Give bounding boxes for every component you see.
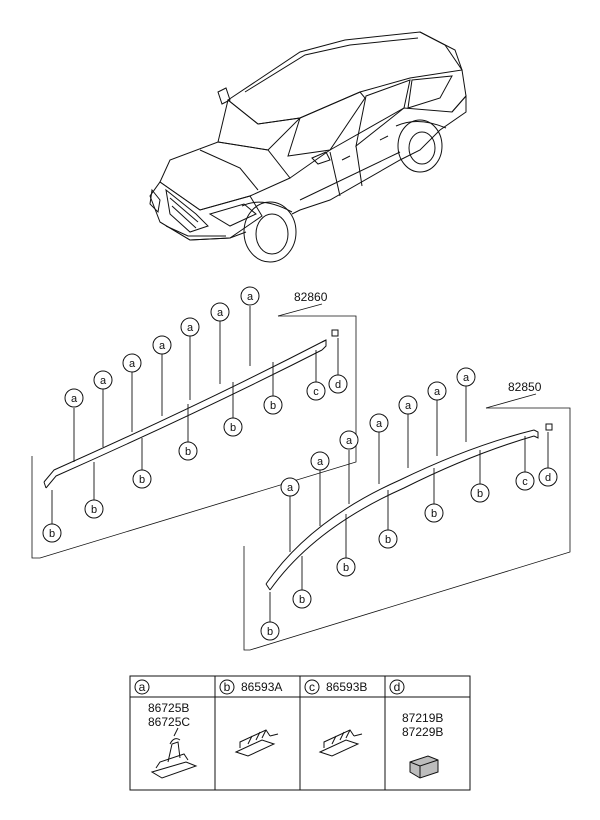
svg-text:b: b <box>49 528 55 540</box>
callout-a: a <box>456 367 476 387</box>
svg-text:b: b <box>185 446 191 458</box>
callout-b: b <box>132 469 152 489</box>
callouts-bcd <box>51 338 339 524</box>
callout-b: b <box>292 589 312 609</box>
svg-text:a: a <box>187 322 194 334</box>
svg-text:b: b <box>267 626 273 638</box>
callout-b: b <box>42 523 62 543</box>
callout-b: b <box>378 529 398 549</box>
legend-callout-c: c <box>304 679 320 695</box>
callout-c: c <box>306 381 326 401</box>
clip-a-drawing <box>150 727 198 779</box>
svg-text:b: b <box>431 508 437 520</box>
svg-text:a: a <box>100 375 107 387</box>
callout-a: a <box>280 477 300 497</box>
callout-a: a <box>152 335 172 355</box>
svg-text:b: b <box>299 594 305 606</box>
svg-text:a: a <box>463 372 470 384</box>
clip-b-drawing <box>234 729 279 757</box>
callout-a: a <box>180 317 200 337</box>
callouts-a <box>289 386 467 552</box>
assembly-outline <box>243 407 571 651</box>
part-number: 86725B <box>148 701 189 715</box>
svg-text:a: a <box>287 482 294 494</box>
callout-a: a <box>93 370 113 390</box>
part-number: 86593B <box>326 680 367 694</box>
svg-text:b: b <box>230 422 236 434</box>
legend-column-d: d 87219B 87229B <box>389 679 443 779</box>
callout-a: a <box>398 395 418 415</box>
legend-callout-d: d <box>389 679 405 695</box>
callout-a: a <box>64 388 84 408</box>
svg-text:a: a <box>129 358 136 370</box>
callout-a: a <box>210 302 230 322</box>
callout-b: b <box>178 441 198 461</box>
callout-b: b <box>263 395 283 415</box>
callout-c: c <box>515 471 535 491</box>
legend-column-b: b 86593A <box>219 679 282 757</box>
svg-text:d: d <box>545 472 551 484</box>
svg-text:d: d <box>394 680 401 694</box>
callout-b: b <box>424 503 444 523</box>
svg-text:b: b <box>343 562 349 574</box>
part-number: 86593A <box>241 680 282 694</box>
svg-text:a: a <box>434 386 441 398</box>
assembly-outline <box>31 315 357 559</box>
svg-text:c: c <box>309 680 315 694</box>
svg-text:b: b <box>270 400 276 412</box>
svg-text:a: a <box>247 291 254 303</box>
svg-text:b: b <box>224 680 231 694</box>
callout-b: b <box>223 417 243 437</box>
assembly-82860: 82860 a <box>31 286 357 559</box>
clip-d-drawing <box>409 755 439 779</box>
callout-b: b <box>260 621 280 641</box>
legend-column-a: a 86725B 86725C <box>134 679 198 779</box>
callout-d: d <box>328 374 348 394</box>
svg-text:b: b <box>477 488 483 500</box>
assembly-82850: 82850 a a a <box>243 367 571 651</box>
svg-text:d: d <box>335 379 341 391</box>
svg-text:a: a <box>217 307 224 319</box>
legend-callout-a: a <box>134 679 150 695</box>
svg-text:a: a <box>139 680 146 694</box>
assembly-part-number: 82860 <box>294 290 328 304</box>
callout-b: b <box>84 499 104 519</box>
svg-text:a: a <box>376 418 383 430</box>
parts-legend-table: a 86725B 86725C b 86593A <box>129 675 471 791</box>
callouts-a <box>73 306 251 462</box>
svg-text:a: a <box>405 400 412 412</box>
svg-text:c: c <box>522 476 528 488</box>
clip-c-drawing <box>318 729 363 757</box>
svg-text:a: a <box>71 393 78 405</box>
legend-column-c: c 86593B <box>304 679 367 757</box>
svg-text:b: b <box>139 474 145 486</box>
callout-a: a <box>310 451 330 471</box>
svg-text:b: b <box>385 534 391 546</box>
svg-text:a: a <box>159 340 166 352</box>
legend-callout-b: b <box>219 679 235 695</box>
callout-a: a <box>339 430 359 450</box>
callout-a: a <box>240 286 260 306</box>
assembly-part-number: 82850 <box>508 380 542 394</box>
callout-a: a <box>369 413 389 433</box>
callout-a: a <box>122 353 142 373</box>
svg-text:b: b <box>91 504 97 516</box>
svg-text:c: c <box>313 386 319 398</box>
svg-text:a: a <box>317 456 324 468</box>
callouts-bcd <box>269 432 549 622</box>
car-illustration <box>149 31 467 263</box>
callout-a: a <box>427 381 447 401</box>
svg-text:a: a <box>346 435 353 447</box>
callout-b: b <box>470 483 490 503</box>
part-number: 87219B <box>402 711 443 725</box>
callout-b: b <box>336 557 356 577</box>
part-number: 87229B <box>402 725 443 739</box>
part-number: 86725C <box>148 715 190 729</box>
callout-d: d <box>538 467 558 487</box>
